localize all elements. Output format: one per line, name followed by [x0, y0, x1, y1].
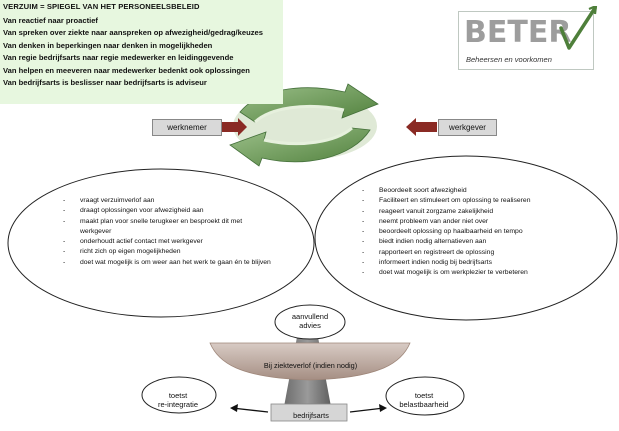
list-item: Beoordeelt soort afwezigheid	[362, 186, 574, 197]
list-item: neemt probleem van ander niet over	[362, 217, 574, 228]
header-line: Van denken in beperkingen naar denken in…	[3, 40, 213, 50]
belastbaarheid-label: toetst belastbaarheid	[393, 391, 455, 409]
werkgever-list: Beoordeelt soort afwezigheid Faciliteert…	[362, 186, 574, 279]
advies-line1: aanvullend	[291, 312, 329, 321]
header-block: VERZUIM = SPIEGEL VAN HET PERSONEELSBELE…	[0, 0, 283, 104]
reintegratie-line2: re-integratie	[157, 400, 199, 409]
list-item: reageert vanuit zorgzame zakelijkheid	[362, 207, 574, 218]
list-item: Faciliteert en stimuleert om oplossing t…	[362, 196, 574, 207]
bedrijfsarts-label: bedrijfsarts	[293, 411, 329, 420]
list-item: beoordeelt oplossing op haalbaarheid en …	[362, 227, 574, 238]
beter-logo: BETER Beheersen en voorkomen	[458, 6, 598, 70]
belastbaarheid-ellipse	[385, 376, 465, 416]
list-item: biedt indien nodig alternatieven aan	[362, 237, 574, 248]
header-title: VERZUIM = SPIEGEL VAN HET PERSONEELSBELE…	[3, 2, 200, 11]
logo-text: BETER	[464, 15, 572, 50]
list-item: draagt oplossingen voor afwezigheid aan	[63, 206, 273, 217]
advies-label: aanvullend advies	[285, 312, 335, 330]
header-line: Van spreken over ziekte naar aanspreken …	[3, 28, 263, 38]
left-arrow-icon	[231, 407, 269, 413]
logo-tagline: Beheersen en voorkomen	[466, 55, 552, 64]
header-lines: Van reactief naar proactief Van spreken …	[3, 15, 263, 89]
werkgever-tag: werkgever	[438, 119, 497, 136]
balance-beam	[209, 342, 411, 381]
reintegratie-ellipse	[141, 376, 217, 414]
reintegratie-label: toetst re-integratie	[148, 391, 208, 409]
belastbaarheid-line1: toetst	[414, 391, 434, 400]
list-item: rapporteert en registreert de oplossing	[362, 248, 574, 259]
list-item: doet wat mogelijk is om weer aan het wer…	[63, 258, 273, 269]
ziekteverlof-label: Bij ziekteverlof (indien nodig)	[263, 361, 358, 370]
logo-check-icon	[559, 6, 598, 50]
werknemer-tag: werknemer	[152, 119, 222, 136]
bedrijfsarts-base	[270, 403, 348, 422]
list-item: doet wat mogelijk is om werkplezier te v…	[362, 268, 574, 279]
list-item: richt zich op eigen mogelijkheden	[63, 247, 273, 258]
advies-line2: advies	[299, 321, 321, 330]
reintegratie-line1: toetst	[168, 391, 188, 400]
belastbaarheid-line2: belastbaarheid	[399, 400, 449, 409]
list-item: maakt plan voor snelle terugkeer en besp…	[63, 217, 273, 238]
header-line: Van bedrijfsarts is beslisser naar bedri…	[3, 78, 207, 88]
header-line: Van reactief naar proactief	[3, 16, 98, 25]
advies-ellipse	[274, 304, 346, 340]
werknemer-list: vraagt verzuimverlof aan draagt oplossin…	[63, 196, 273, 268]
list-item: vraagt verzuimverlof aan	[63, 196, 273, 207]
right-arrow-icon	[349, 407, 385, 413]
header-line: Van helpen en meeveren naar medewerker b…	[3, 65, 250, 75]
connector-arrows	[221, 118, 437, 136]
list-item: informeert indien nodig bij bedrijfsarts	[362, 258, 574, 269]
header-line: Van regie bedrijfsarts naar regie medewe…	[3, 53, 234, 63]
list-item: onderhoudt actief contact met werkgever	[63, 237, 273, 248]
